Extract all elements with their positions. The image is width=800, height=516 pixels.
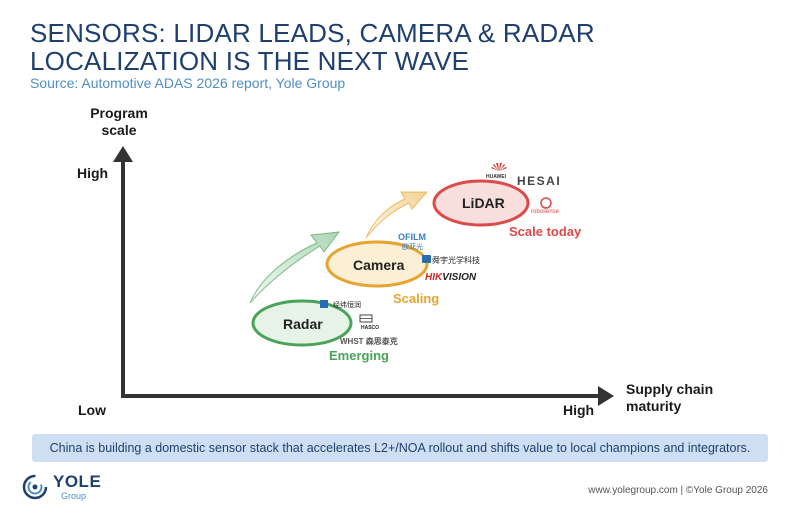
sunny-logo-icon: [422, 255, 431, 263]
y-axis-label-line-1: Program: [90, 105, 148, 121]
y-low-tick: Low: [78, 402, 106, 418]
lidar-label: LiDAR: [462, 195, 505, 211]
radar-label: Radar: [283, 316, 323, 332]
ofilm-brand: OFILM: [398, 232, 426, 242]
yole-logo-icon: [22, 474, 48, 500]
x-axis-label-line-2: maturity: [626, 398, 682, 414]
camera-stage: Scaling: [393, 291, 440, 306]
hasco-logo-icon: [359, 314, 373, 323]
huawei-logo-icon: [491, 163, 507, 171]
growth-arrow-camera-to-lidar: [365, 191, 429, 239]
x-axis-label-line-1: Supply chain: [626, 381, 714, 397]
source-caption: Source: Automotive ADAS 2026 report, Yol…: [30, 75, 346, 91]
summary-banner: China is building a domestic sensor stac…: [32, 434, 768, 462]
yole-logo-sub: Group: [61, 491, 87, 501]
ofilm-brand-cn: 欧菲光: [402, 244, 423, 251]
footer-text: www.yolegroup.com | ©Yole Group 2026: [588, 485, 768, 496]
x-axis-label: Supply chain maturity: [626, 381, 713, 415]
radar-bubble: [251, 299, 353, 347]
robosense-brand: robosense: [531, 209, 560, 215]
jingwei-logo-icon: [320, 300, 328, 308]
radar-stage: Emerging: [329, 348, 389, 363]
y-axis-arrowhead: [113, 146, 133, 162]
page-title: SENSORS: LIDAR LEADS, CAMERA & RADAR LOC…: [30, 19, 790, 75]
lidar-stage: Scale today: [509, 224, 582, 239]
y-axis-label: Program scale: [84, 105, 154, 139]
title-line-1: SENSORS: LIDAR LEADS, CAMERA & RADAR: [30, 18, 595, 48]
camera-label: Camera: [353, 257, 405, 273]
growth-arrow-radar-to-camera: [249, 231, 341, 304]
jingwei-brand: 经纬恒润: [333, 302, 361, 309]
title-line-2: LOCALIZATION IS THE NEXT WAVE: [30, 46, 470, 76]
x-axis-arrowhead: [598, 386, 614, 406]
y-axis-label-line-2: scale: [101, 122, 137, 138]
hikvision-brand: HIKVISION: [425, 272, 476, 283]
yole-logo-name: YOLE: [53, 472, 102, 491]
whst-brand: WHST 森思泰克: [340, 337, 398, 346]
hasco-brand: HASCO: [361, 325, 380, 331]
huawei-brand: HUAWEI: [486, 174, 506, 180]
robosense-logo-icon: [540, 197, 552, 209]
hikvision-brand-suffix: VISION: [442, 272, 477, 283]
x-high-tick: High: [563, 402, 595, 418]
lidar-bubble: [432, 179, 530, 227]
sunny-brand: 舜宇光学科技: [432, 256, 480, 265]
y-high-tick: High: [77, 165, 109, 181]
hikvision-brand-prefix: HIK: [425, 272, 443, 283]
camera-bubble: [325, 240, 429, 288]
hesai-brand: HESAI: [517, 174, 562, 188]
chart-axes: [113, 146, 614, 406]
